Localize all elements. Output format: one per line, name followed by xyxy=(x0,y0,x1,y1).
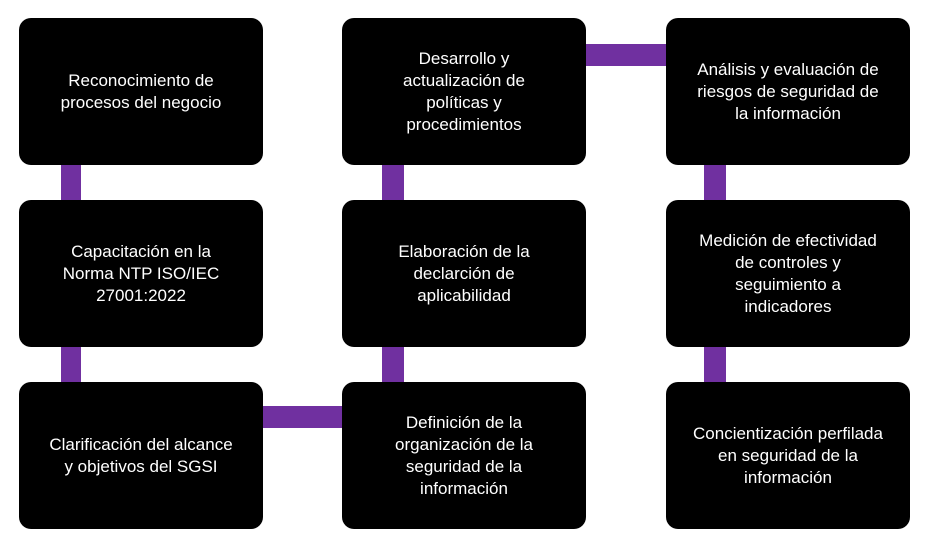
step-box-concientizacion: Concientización perfilada en seguridad d… xyxy=(666,382,910,529)
step-box-clarificacion: Clarificación del alcance y objetivos de… xyxy=(19,382,263,529)
step-box-analisis: Análisis y evaluación de riesgos de segu… xyxy=(666,18,910,165)
step-box-reconocimiento: Reconocimiento de procesos del negocio xyxy=(19,18,263,165)
step-label: Capacitación en la Norma NTP ISO/IEC 270… xyxy=(62,241,220,305)
step-box-elaboracion: Elaboración de la declarción de aplicabi… xyxy=(342,200,586,347)
connector-7-to-8 xyxy=(704,160,726,206)
step-box-desarrollo: Desarrollo y actualización de políticas … xyxy=(342,18,586,165)
connector-6-to-7 xyxy=(581,44,672,66)
step-label: Medición de efectividad de controles y s… xyxy=(699,230,877,316)
step-label: Elaboración de la declarción de aplicabi… xyxy=(398,241,530,305)
connector-1-to-2 xyxy=(61,160,81,206)
step-label: Reconocimiento de procesos del negocio xyxy=(60,70,222,112)
step-box-capacitacion: Capacitación en la Norma NTP ISO/IEC 270… xyxy=(19,200,263,347)
step-box-medicion: Medición de efectividad de controles y s… xyxy=(666,200,910,347)
step-label: Análisis y evaluación de riesgos de segu… xyxy=(697,59,879,123)
connector-3-to-4 xyxy=(258,406,348,428)
step-label: Desarrollo y actualización de políticas … xyxy=(403,48,525,134)
step-label: Concientización perfilada en seguridad d… xyxy=(693,423,883,487)
connector-4-to-5 xyxy=(382,342,404,388)
step-label: Definición de la organización de la segu… xyxy=(395,412,533,498)
connector-8-to-9 xyxy=(704,342,726,388)
step-label: Clarificación del alcance y objetivos de… xyxy=(49,434,233,476)
connector-5-to-6 xyxy=(382,160,404,206)
connector-2-to-3 xyxy=(61,342,81,388)
step-box-definicion: Definición de la organización de la segu… xyxy=(342,382,586,529)
